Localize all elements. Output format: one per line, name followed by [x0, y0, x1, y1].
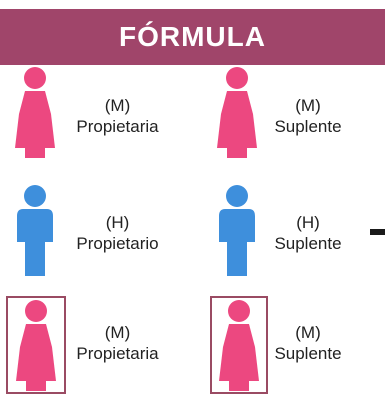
- woman-icon: [13, 299, 59, 391]
- role-label: (M) Suplente: [262, 95, 354, 137]
- formula-header: FÓRMULA: [0, 9, 385, 65]
- gender-code: (H): [296, 213, 320, 232]
- gender-code: (M): [104, 96, 131, 115]
- role-label: (H) Suplente: [262, 212, 354, 254]
- role-label: (M) Suplente: [262, 322, 354, 364]
- dash-mark: [370, 229, 385, 235]
- role-name: Propietaria: [76, 117, 159, 136]
- role-name: Propietario: [76, 234, 159, 253]
- woman-icon: [12, 66, 58, 158]
- highlight-frame: [210, 296, 268, 394]
- role-name: Suplente: [274, 117, 342, 136]
- gender-code: (M): [295, 96, 321, 115]
- role-label: (M) Propietaria: [60, 322, 175, 364]
- role-label: (M) Propietaria: [60, 95, 175, 137]
- woman-icon: [216, 299, 262, 391]
- highlight-frame: [6, 296, 66, 394]
- role-label: (H) Propietario: [60, 212, 175, 254]
- role-name: Suplente: [274, 234, 342, 253]
- man-icon: [15, 184, 55, 276]
- gender-code: (H): [105, 213, 130, 232]
- man-icon: [217, 184, 257, 276]
- role-name: Suplente: [274, 344, 342, 363]
- woman-icon: [214, 66, 260, 158]
- gender-code: (M): [295, 323, 321, 342]
- gender-code: (M): [104, 323, 131, 342]
- role-name: Propietaria: [76, 344, 159, 363]
- header-title: FÓRMULA: [119, 21, 266, 52]
